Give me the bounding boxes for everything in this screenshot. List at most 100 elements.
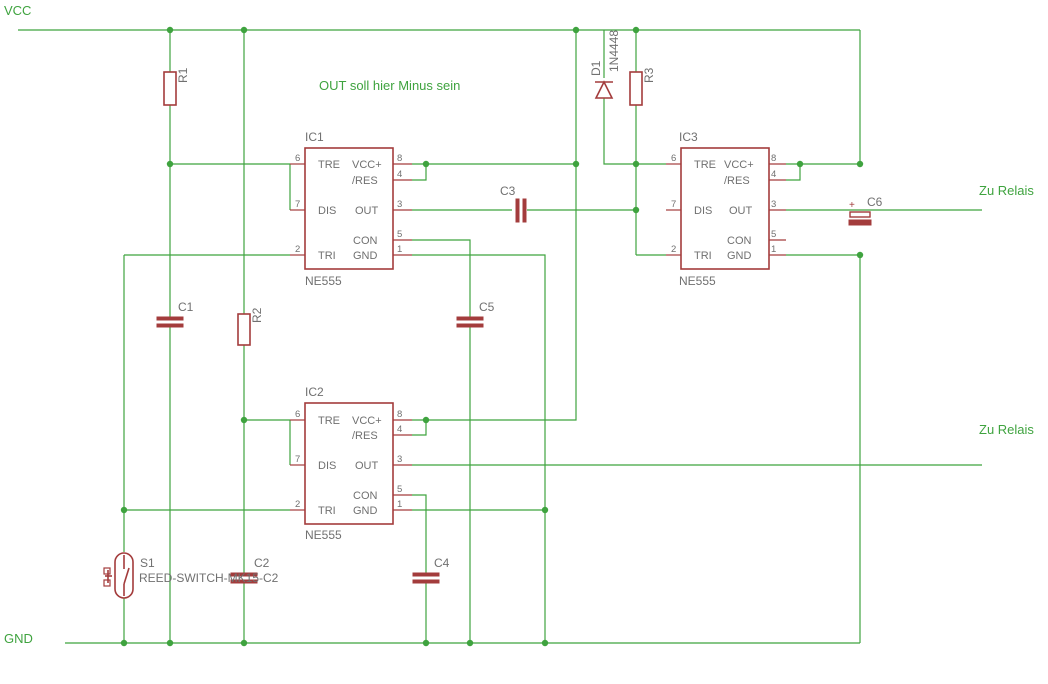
pin-number: 6 <box>295 153 300 164</box>
pin-label-dis: DIS <box>318 460 336 472</box>
junction <box>466 639 474 647</box>
junction <box>541 506 549 514</box>
junction <box>240 639 248 647</box>
pin-number: 6 <box>671 153 676 164</box>
pin-label-res: /RES <box>352 175 378 187</box>
junction <box>632 206 640 214</box>
wires <box>18 29 982 644</box>
pin-number: 3 <box>397 199 402 210</box>
pin-label-gnd: GND <box>353 505 378 517</box>
ic1-name: IC1 <box>305 130 324 144</box>
ic-body <box>680 147 770 270</box>
junction <box>422 639 430 647</box>
junction <box>856 251 864 259</box>
pin-label-dis: DIS <box>318 205 336 217</box>
pin-number: 7 <box>295 199 300 210</box>
pin-label-out: OUT <box>729 205 753 217</box>
net-label-gnd: GND <box>4 631 33 646</box>
wire-ic3-res <box>786 164 801 181</box>
wire-ic1-gnd <box>412 254 546 643</box>
pin-label-out: OUT <box>355 460 379 472</box>
junction <box>541 639 549 647</box>
pin-label-vcc: VCC+ <box>352 159 382 171</box>
pin-label-dis: DIS <box>694 205 712 217</box>
pin-label-vcc: VCC+ <box>352 415 382 427</box>
junction <box>166 639 174 647</box>
pin-number: 1 <box>397 244 402 255</box>
pin-number: 3 <box>771 199 776 210</box>
junction <box>856 160 864 168</box>
pin-label-gnd: GND <box>727 250 752 262</box>
ic2-name: IC2 <box>305 385 324 399</box>
diode-d1 <box>594 80 614 99</box>
wire-ic2-vcc <box>412 30 577 421</box>
capacitor-c4 <box>412 572 440 584</box>
junction <box>572 160 580 168</box>
ic-body <box>304 402 394 525</box>
c6-polarity-mark: + <box>849 200 855 211</box>
pin-label-con: CON <box>353 490 378 502</box>
capacitor-c1 <box>156 316 184 328</box>
junction <box>632 26 640 34</box>
s1-name: S1 <box>140 556 155 570</box>
pin-number: 2 <box>671 244 676 255</box>
pin-label-gnd: GND <box>353 250 378 262</box>
pin-number: 2 <box>295 244 300 255</box>
ic3-ne555: TRE DIS TRI VCC+ /RES OUT CON GND 6 7 2 … <box>666 147 786 270</box>
pin-label-vcc: VCC+ <box>724 159 754 171</box>
pin-number: 3 <box>397 454 402 465</box>
pin-label-res: /RES <box>352 430 378 442</box>
c3-label: C3 <box>500 184 516 198</box>
r3-label: R3 <box>642 67 656 83</box>
wire-ic1-res <box>412 164 427 181</box>
c2-label: C2 <box>254 556 270 570</box>
resistor-r2 <box>237 313 251 346</box>
pin-number: 5 <box>771 229 776 240</box>
pin-number: 8 <box>397 153 402 164</box>
junction <box>166 26 174 34</box>
junction <box>632 160 640 168</box>
pin-label-res: /RES <box>724 175 750 187</box>
d1-name: D1 <box>589 60 603 76</box>
pin-number: 7 <box>295 454 300 465</box>
pin-number: 5 <box>397 484 402 495</box>
pin-label-tre: TRE <box>318 159 340 171</box>
r1-label: R1 <box>176 67 190 83</box>
ic3-value: NE555 <box>679 274 716 288</box>
pin-label-tre: TRE <box>694 159 716 171</box>
junction <box>240 26 248 34</box>
ic3-name: IC3 <box>679 130 698 144</box>
net-label-vcc: VCC <box>4 3 31 18</box>
wire-d1-bottom <box>603 98 636 165</box>
junction <box>120 506 128 514</box>
capacitor-c5 <box>456 316 484 328</box>
pin-number: 4 <box>771 169 776 180</box>
ic1-ne555: TRE DIS TRI VCC+ /RES OUT CON GND 6 7 2 … <box>290 147 412 270</box>
junction <box>796 160 804 168</box>
pin-number: 6 <box>295 409 300 420</box>
wire-ic2-res <box>412 420 427 436</box>
schematic-note: OUT soll hier Minus sein <box>319 78 460 93</box>
ic2-ne555: TRE DIS TRI VCC+ /RES OUT CON GND 6 7 2 … <box>290 402 412 525</box>
pin-number: 7 <box>671 199 676 210</box>
junction <box>572 26 580 34</box>
resistor-r3 <box>629 71 643 106</box>
wire-ic2-con-c4 <box>412 494 427 573</box>
c1-label: C1 <box>178 300 194 314</box>
ic-body <box>304 147 394 270</box>
net-label-relais-2: Zu Relais <box>979 422 1034 437</box>
pin-number: 8 <box>397 409 402 420</box>
junction <box>240 416 248 424</box>
junction <box>166 160 174 168</box>
pin-label-tre: TRE <box>318 415 340 427</box>
pin-label-tri: TRI <box>318 250 336 262</box>
capacitor-c6 <box>848 211 872 226</box>
c6-label: C6 <box>867 195 883 209</box>
ic1-value: NE555 <box>305 274 342 288</box>
d1-value: 1N4448 <box>607 30 621 72</box>
pin-number: 4 <box>397 169 402 180</box>
r2-label: R2 <box>250 307 264 323</box>
junction <box>422 160 430 168</box>
junction <box>422 416 430 424</box>
